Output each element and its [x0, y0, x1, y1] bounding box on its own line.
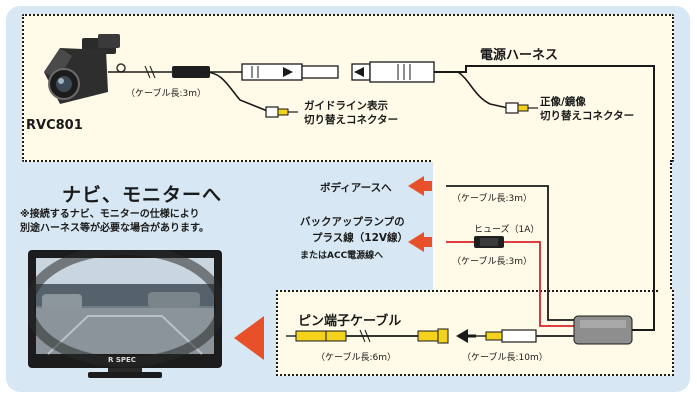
junction-box — [573, 315, 633, 345]
fuse-label: ヒューズ（1A） — [474, 225, 540, 235]
monitor-brand-label: R SPEC — [108, 356, 136, 364]
power-cable-length: （ケーブル長:3m） — [452, 257, 532, 267]
mirror-connector-icon — [505, 102, 538, 114]
guideline-connector-label-2: 切り替えコネクター — [304, 114, 399, 126]
monitor-heading: ナビ、モニターへ — [62, 184, 223, 206]
camera-side-connector — [241, 63, 339, 81]
backup-lamp-label-3: またはACC電源線へ — [300, 251, 384, 261]
vehicle-rear-zone — [22, 14, 674, 162]
backup-lamp-label-2: プラス線（12V線） — [312, 232, 409, 244]
fuse-icon — [474, 236, 504, 248]
pin-cable-label: ピン端子ケーブル — [298, 314, 402, 329]
backup-lamp-label-1: バックアップランプの — [300, 216, 405, 228]
guideline-connector-label-1: ガイドライン表示 — [304, 100, 388, 112]
camera-model-label: RVC801 — [26, 118, 83, 133]
camera-icon — [44, 34, 126, 104]
earth-cable-length: （ケーブル長:3m） — [452, 194, 532, 204]
monitor-arrow-icon — [234, 316, 264, 360]
mirror-connector-label-2: 切り替えコネクター — [540, 110, 635, 122]
monitor-note-1: ※接続するナビ、モニターの仕様により — [20, 209, 200, 220]
pin-cable-6m-length: （ケーブル長:6m） — [316, 353, 396, 363]
monitor-icon — [28, 250, 222, 378]
ferrite-core — [172, 66, 210, 78]
body-earth-label: ボディアースへ — [320, 182, 392, 194]
rca-cable-6m — [286, 328, 449, 344]
mirror-connector-label-1: 正像/鏡像 — [540, 96, 586, 108]
earth-arrow-icon — [408, 176, 432, 196]
guideline-connector-icon — [265, 106, 298, 118]
direction-arrow — [456, 329, 468, 343]
camera-cable-length: （ケーブル長:3m） — [126, 89, 206, 99]
power-harness-label: 電源ハーネス — [480, 48, 559, 63]
harness-side-connector — [351, 61, 435, 83]
pin-cable-10m-length: （ケーブル長:10m） — [462, 353, 548, 363]
vehicle-power-zone — [433, 160, 672, 292]
rca-plug-right — [476, 329, 537, 343]
monitor-note-2: 別途ハーネス等が必要な場合があります。 — [20, 223, 209, 234]
power-arrow-icon — [408, 232, 432, 252]
